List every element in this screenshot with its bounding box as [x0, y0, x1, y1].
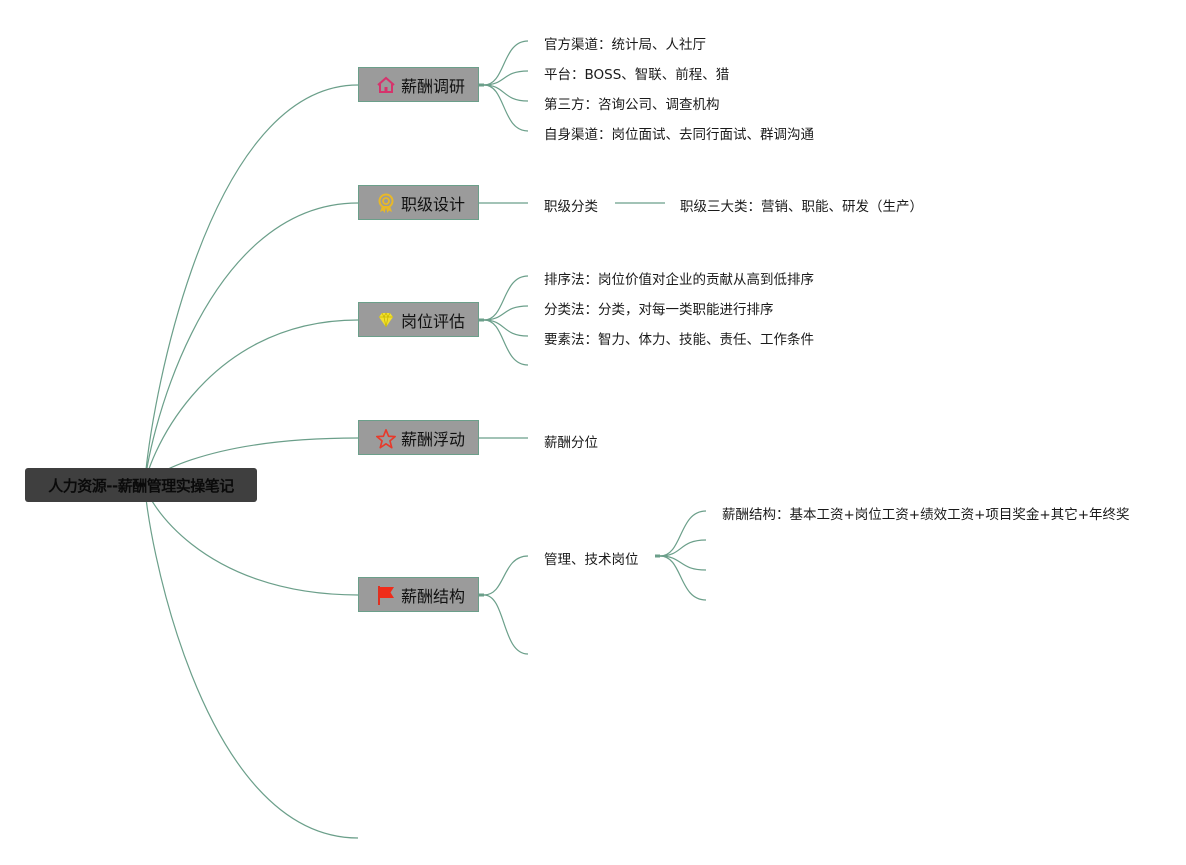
leaf-official-channels[interactable]: 官方渠道：统计局、人社厅 [544, 37, 706, 53]
topic-job-evaluation[interactable]: 岗位评估 [358, 302, 479, 337]
topic-salary-float[interactable]: 薪酬浮动 [358, 420, 479, 455]
edge-t2-c1 [483, 305, 529, 321]
edge-t2-c3 [483, 319, 529, 366]
topic-label: 职级设计 [401, 194, 466, 214]
edge-t0-c2 [483, 84, 529, 102]
edge-t0-c0 [483, 40, 529, 86]
leaf-third-party[interactable]: 第三方：咨询公司、调查机构 [544, 97, 720, 113]
root-topic[interactable]: 人力资源--薪酬管理实操笔记 [25, 468, 257, 502]
edge-t4-c1 [483, 594, 529, 655]
topic-salary-structure[interactable]: 薪酬结构 [358, 577, 479, 612]
leaf-salary-composition[interactable]: 薪酬结构：基本工资+岗位工资+绩效工资+项目奖金+其它+年终奖 [722, 507, 1130, 523]
edge-root-topic-2 [144, 319, 359, 486]
leaf-management-tech-positions[interactable]: 管理、技术岗位 [544, 552, 639, 568]
edge-t2-c2 [483, 319, 529, 337]
edge-t4-c0-c1 [659, 539, 707, 557]
edge-t0-c1 [483, 70, 529, 86]
topic-label: 岗位评估 [401, 311, 466, 331]
topic-grade-design[interactable]: 职级设计 [358, 185, 479, 220]
edge-root-topic-0 [144, 84, 359, 486]
leaf-own-channels[interactable]: 自身渠道：岗位面试、去同行面试、群调沟通 [544, 127, 814, 143]
star-icon [375, 427, 397, 449]
root-topic-label: 人力资源--薪酬管理实操笔记 [48, 476, 234, 495]
topic-label: 薪酬浮动 [401, 429, 466, 449]
diamond-icon [375, 309, 397, 331]
leaf-classification-method[interactable]: 分类法：分类，对每一类职能进行排序 [544, 302, 774, 318]
edge-root-topic-1 [144, 202, 359, 486]
edge-t0-c3 [483, 84, 529, 132]
topic-label: 薪酬调研 [401, 76, 466, 96]
leaf-ranking-method[interactable]: 排序法：岗位价值对企业的贡献从高到低排序 [544, 272, 814, 288]
leaf-three-grade-categories[interactable]: 职级三大类：营销、职能、研发（生产） [680, 199, 923, 215]
home-icon [375, 74, 397, 96]
flag-icon [375, 584, 397, 606]
edge-root-topic-5 [144, 484, 359, 839]
edge-t4-c0-c3 [659, 555, 707, 601]
topic-label: 薪酬结构 [401, 586, 466, 606]
leaf-grade-classification[interactable]: 职级分类 [544, 199, 598, 215]
leaf-salary-percentile[interactable]: 薪酬分位 [544, 435, 598, 451]
award-medal-icon [375, 192, 397, 214]
edge-t4-c0-c0 [659, 510, 707, 557]
topic-salary-survey[interactable]: 薪酬调研 [358, 67, 479, 102]
leaf-factor-method[interactable]: 要素法：智力、体力、技能、责任、工作条件 [544, 332, 814, 348]
edge-t2-c0 [483, 275, 529, 321]
edge-t4-c0 [483, 555, 529, 596]
leaf-platforms[interactable]: 平台：BOSS、智联、前程、猎 [544, 67, 730, 83]
